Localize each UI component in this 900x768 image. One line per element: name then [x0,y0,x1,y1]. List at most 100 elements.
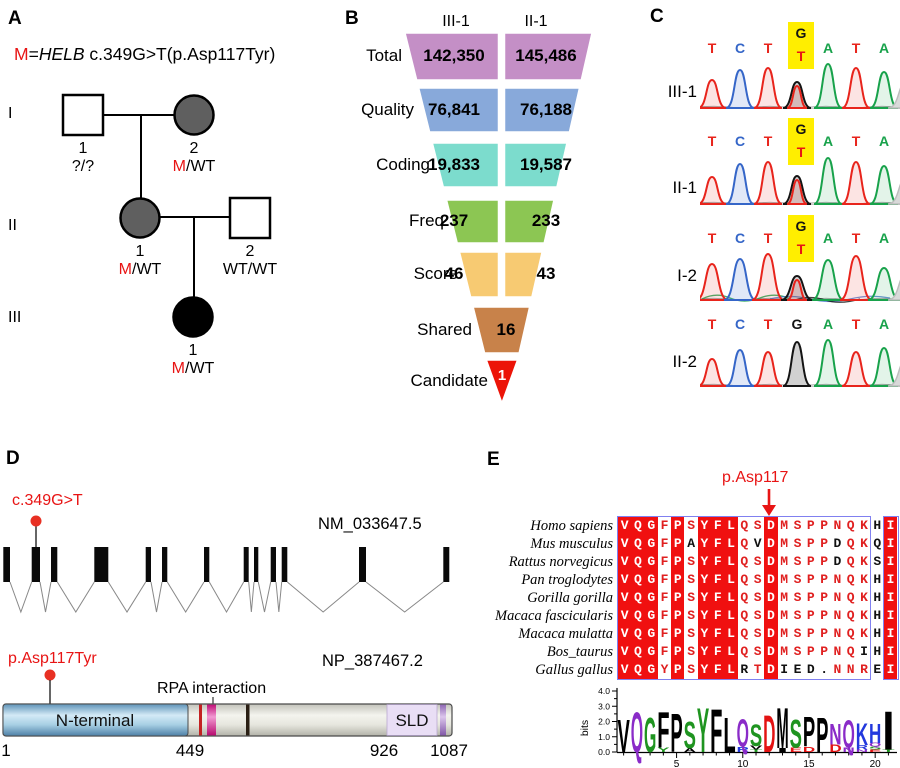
logo-letter-P: P [803,708,815,755]
residue-cell: Q [846,644,855,659]
cdna-change-label: c.349G>T [12,492,83,509]
logo-letter-M: M [776,697,788,761]
base-letter-T: T [851,316,861,332]
peak-T [841,66,871,109]
residue-cell: L [724,589,738,607]
residue-cell: F [711,589,725,607]
residue-cell: S [753,644,762,659]
residue-cell: I [883,571,898,589]
residue-cell: N [833,590,842,605]
peak-A [813,156,843,205]
residue-cell: F [660,572,669,587]
chromatogram-trace-III-1 [700,62,900,109]
residue-cell: F [711,607,725,625]
funnel-value-total-II1: 145,486 [515,46,577,65]
logo-letter-T: T [882,749,896,753]
logo-letter-P: P [816,708,828,763]
ref-base-G: G [795,25,807,41]
mutation-m: M [14,44,29,64]
residue-cell: N [833,518,842,533]
residue-cell: Q [631,607,645,625]
residue-cell: D [833,536,842,551]
logo-letter-Y: Y [697,694,709,765]
residue-cell: I [883,589,898,607]
species-name: Macaca mulatta [518,626,613,642]
exon-3 [51,547,58,582]
funnel-cell-right-Coding [503,142,568,188]
residue-cell: Q [873,536,882,551]
residue-cell: D [764,553,778,571]
residue-cell: L [724,661,738,679]
residue-cell: P [820,608,828,623]
residue-cell: N [833,662,842,677]
peak-T [700,175,727,205]
residue-cell: H [873,590,882,605]
peak-T [841,160,871,205]
mutation-rest: c.349G>T(p.Asp117Tyr) [84,44,276,64]
funnel-value-candidate: 1 [497,367,507,384]
residue-cell: Q [631,643,645,661]
residue-cell: V [618,643,632,661]
residue-cell: A [687,536,696,551]
pedigree-II-1-carrier-female [119,197,161,239]
residue-cell: R [860,662,868,677]
residue-cell: Q [631,517,645,535]
exon-7 [204,547,210,582]
funnel-label-score: Score [413,264,458,283]
logo-letter-S: S [750,718,762,753]
residue-cell: K [860,554,868,569]
generation-III-label: III [8,309,22,326]
funnel-cell-candidate [485,359,519,406]
mutation-eq: = [28,44,39,64]
residue-cell: H [873,644,882,659]
residue-cell: P [820,590,828,605]
residue-cell: D [764,517,778,535]
sld-label: SLD [395,711,428,730]
funnel-label-shared: Shared [417,320,472,339]
residue-cell: F [711,643,725,661]
exon-10 [270,547,276,582]
peak-T [753,160,783,205]
residue-cell: I [883,625,898,643]
funnel-cell-left-Quality [417,87,500,133]
residue-cell: D [764,589,778,607]
base-letter-T: T [763,40,773,56]
base-letter-T: T [707,230,717,246]
species-name: Rattus norvegicus [508,554,613,570]
member-number: 1 [188,342,198,359]
residue-cell: V [753,536,762,551]
residue-cell: Q [631,571,645,589]
residue-cell: E [793,662,802,677]
residue-cell: V [618,607,632,625]
member-genotype: M/WT [144,158,244,176]
residue-cell: . [820,662,828,677]
logo-letter-H: H [869,717,881,749]
residue-cell: Y [697,625,712,643]
ref-base-G: G [795,121,807,137]
residue-cell: F [711,517,725,535]
variant-highlight-II-1: G T [788,118,814,165]
funnel-header-II-1: II-1 [524,13,548,30]
residue-cell: H [873,626,882,641]
intron-line [248,581,255,613]
residue-cell: G [644,625,658,643]
chromatogram-trace-II-1 [700,156,900,205]
funnel-cell-left-Score [458,251,500,298]
residue-cell: P [806,608,815,623]
base-letter-T: T [763,133,773,149]
residue-cell: M [780,536,789,551]
residue-cell: Y [697,661,712,679]
residue-cell: Q [846,608,855,623]
residue-cell: L [724,643,738,661]
residue-cell: V [618,553,632,571]
residue-cell: G [644,643,658,661]
intron-line [275,581,283,613]
residue-cell: Q [740,518,749,533]
residue-cell: G [644,589,658,607]
residue-cell: H [873,518,882,533]
residue-cell: K [860,608,868,623]
funnel-label-total: Total [366,46,402,65]
